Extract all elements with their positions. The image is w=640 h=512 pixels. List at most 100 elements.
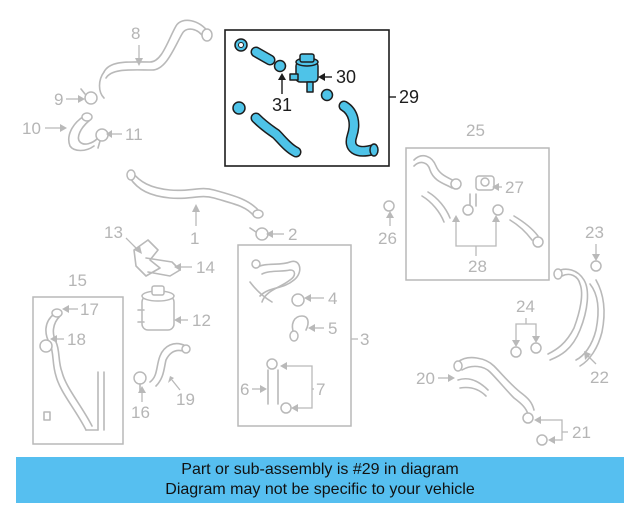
callout-20: 20 [416, 369, 435, 388]
arrow-2 [266, 230, 273, 238]
arrow-24b [532, 336, 540, 343]
banner-line-disclaimer: Diagram may not be specific to your vehi… [165, 481, 475, 498]
callout-10: 10 [22, 119, 41, 138]
arrow-18 [50, 335, 57, 343]
callout-11: 11 [125, 125, 143, 144]
group-box-3 [237, 244, 352, 427]
arrow-11 [106, 130, 112, 138]
callout-3: 3 [360, 330, 369, 349]
leader-13 [125, 237, 139, 251]
part-5-hose [289, 315, 309, 342]
group-box-25 [405, 147, 550, 281]
arrow-12 [174, 316, 181, 324]
part-16-clamp [133, 371, 147, 393]
callout-27: 27 [505, 178, 524, 197]
part-29-assembly [232, 38, 379, 158]
part-25-hoses [413, 154, 544, 248]
part-11-clamp [95, 128, 109, 149]
callout-4: 4 [328, 289, 337, 308]
arrow-16 [138, 386, 146, 393]
part-23-clamp [590, 260, 602, 272]
callout-7: 7 [316, 380, 325, 399]
part-22-pipes [547, 268, 605, 367]
arrow-28b [492, 215, 500, 222]
part-4-clamp [291, 293, 305, 307]
banner-line-part-info: Part or sub-assembly is #29 in diagram [181, 461, 459, 478]
callout-29: 29 [399, 87, 419, 107]
arrow-9 [78, 95, 85, 103]
part-6-7-hose [266, 358, 292, 414]
arrow-24a [512, 340, 520, 347]
callout-22: 22 [590, 368, 609, 387]
arrow-14 [174, 263, 181, 271]
part-1-pipe [126, 169, 264, 219]
part-8-pipe [98, 19, 213, 99]
part-21-clamps [522, 412, 548, 446]
arrow-27 [492, 183, 499, 191]
arrow-13 [134, 246, 142, 254]
callout-5: 5 [328, 319, 337, 338]
arrow-23 [592, 254, 600, 261]
callout-9: 9 [54, 90, 63, 109]
arrow-6 [260, 385, 267, 393]
callout-6: 6 [240, 380, 249, 399]
part-13-bracket [133, 239, 181, 277]
part-2-clamp [249, 227, 269, 241]
leader-21 [538, 419, 568, 441]
callout-21: 21 [572, 423, 591, 442]
callout-12: 12 [192, 311, 211, 330]
callout-25: 25 [466, 121, 485, 140]
leader-24 [515, 318, 537, 342]
arrow-5 [308, 324, 315, 332]
callout-28: 28 [468, 257, 487, 276]
callout-13: 13 [104, 223, 123, 242]
arrow-4 [304, 294, 311, 302]
arrow-7a [280, 362, 287, 370]
callout-23: 23 [585, 223, 604, 242]
callout-8: 8 [131, 24, 140, 43]
leader-7 [284, 365, 314, 409]
arrow-28a [452, 215, 460, 222]
arrow-10 [60, 124, 67, 132]
arrow-26 [386, 211, 394, 218]
leader-19 [171, 379, 181, 391]
callout-19: 19 [176, 390, 195, 409]
part-19-hose [149, 342, 191, 387]
arrow-17 [62, 305, 69, 313]
callout-16: 16 [131, 403, 150, 422]
callout-1: 1 [190, 229, 199, 248]
arrow-22 [584, 351, 591, 360]
part-10-hose [68, 112, 99, 152]
callout-14: 14 [196, 258, 215, 277]
arrow-7b [291, 404, 298, 412]
part-24-clamps [510, 342, 542, 358]
part-9-clamp [80, 88, 98, 105]
part-3-hoses [249, 259, 301, 303]
leader-22 [587, 355, 597, 365]
callout-31: 31 [272, 95, 292, 115]
arrow-21a [534, 416, 541, 424]
part-15-hose [39, 308, 105, 431]
leader-28 [455, 218, 497, 256]
group-box-15 [32, 296, 124, 445]
arrow-8 [135, 58, 143, 66]
callout-18: 18 [67, 330, 86, 349]
callout-2: 2 [288, 225, 297, 244]
arrow-21b [548, 436, 555, 444]
group-box-29 [224, 29, 390, 167]
callout-26: 26 [378, 229, 397, 248]
callout-24: 24 [516, 297, 535, 316]
part-20-hose [453, 356, 535, 415]
arrow-1 [192, 204, 200, 212]
arrow-31 [278, 73, 286, 80]
arrow-19 [168, 376, 174, 383]
callout-30: 30 [336, 67, 356, 87]
part-12-pump [137, 285, 175, 331]
callout-17: 17 [80, 300, 99, 319]
info-banner: Part or sub-assembly is #29 in diagram D… [16, 457, 624, 503]
arrow-30 [318, 73, 325, 81]
callout-15: 15 [68, 271, 87, 290]
part-26-clamp [383, 200, 395, 212]
arrow-20 [448, 374, 455, 382]
